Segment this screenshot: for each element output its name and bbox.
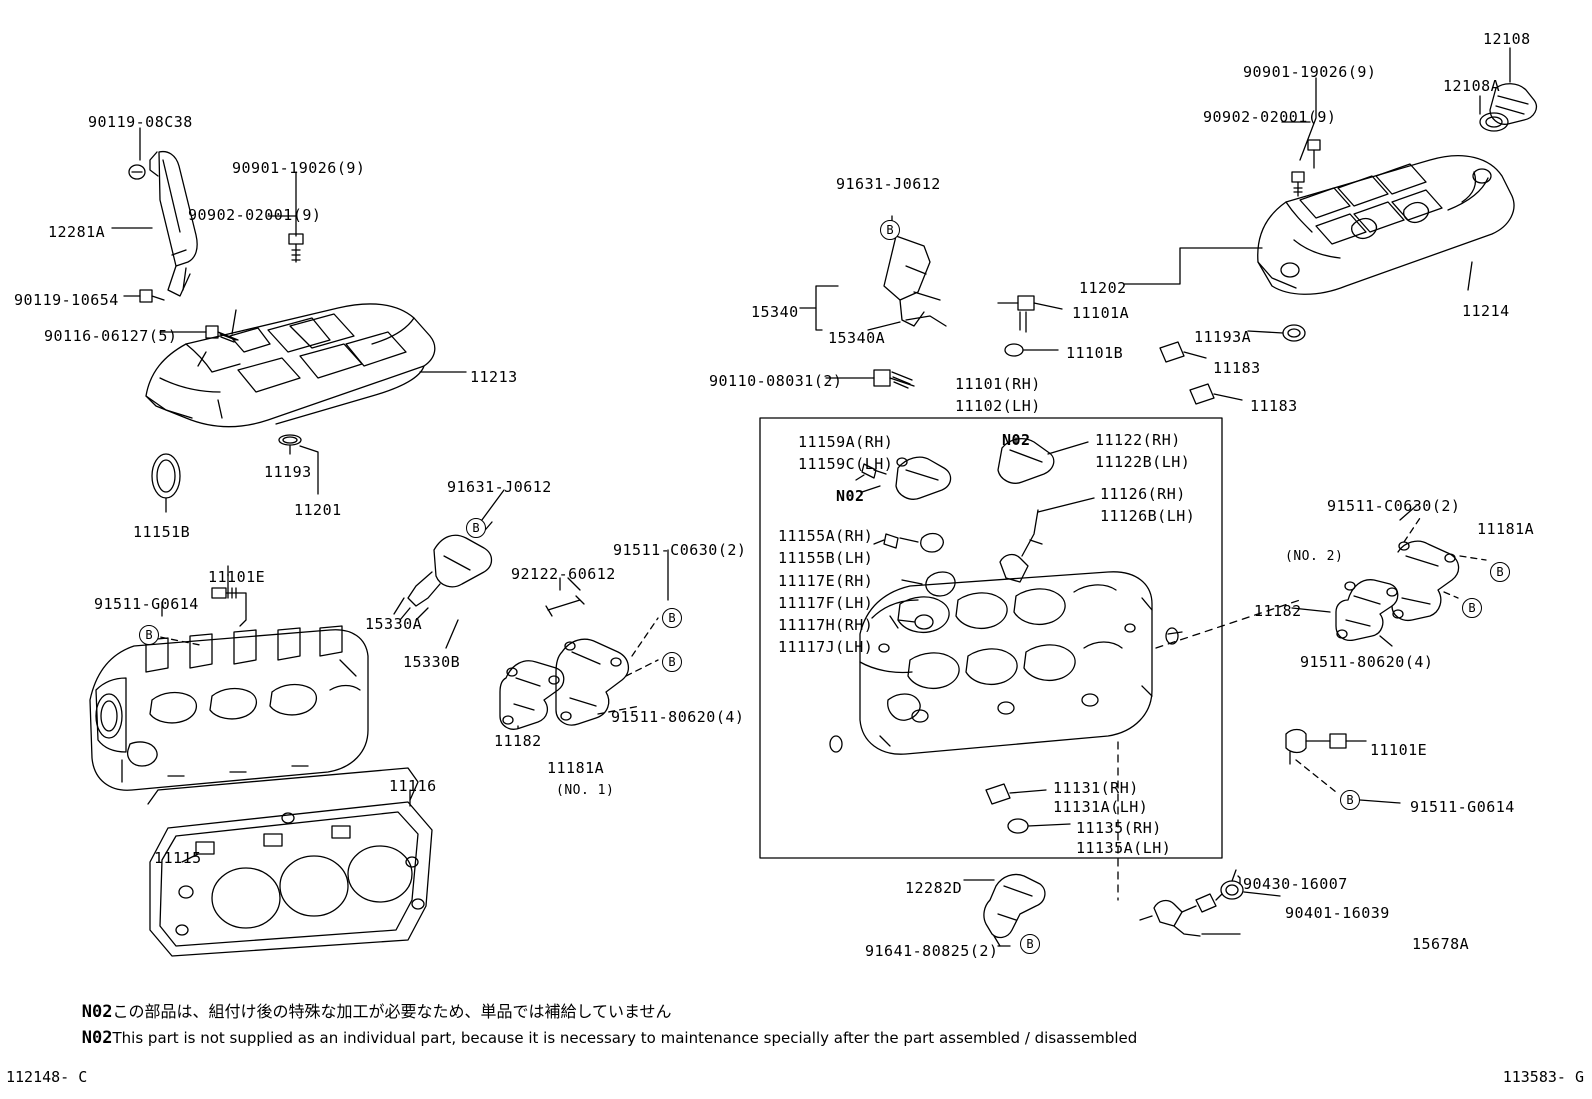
part-label-11117H-rh: 11117H(RH) [778,616,874,634]
part-label-n02-left: N02 [836,487,865,505]
part-label-no2: (NO. 2) [1285,549,1344,564]
part-label-11122B-lh: 11122B(LH) [1095,453,1191,471]
part-label-15330B: 15330B [403,653,461,671]
part-label-11155B-lh: 11155B(LH) [778,549,874,567]
bolt-marker-b-8: B [1340,790,1360,810]
footnote-text-en: This part is not supplied as an individu… [112,1029,1138,1047]
bolt-marker-b-5: B [139,625,159,645]
part-label-11202: 11202 [1079,279,1127,297]
part-label-11181A-right: 11181A [1477,520,1535,538]
footnote-tag-ja: N02 [81,1002,113,1022]
part-label-11135A-lh: 11135A(LH) [1076,839,1172,857]
bolt-marker-b-6: B [1490,562,1510,582]
part-label-11201: 11201 [294,501,342,519]
part-label-91511-C0630-left: 91511-C0630(2) [613,541,747,559]
part-label-11131A-lh: 11131A(LH) [1053,798,1149,816]
part-label-90901-19026-right: 90901-19026(9) [1243,63,1377,81]
part-label-11183-b: 11183 [1250,397,1298,415]
part-label-12281A: 12281A [48,223,106,241]
part-label-15330A: 15330A [365,615,423,633]
bolt-marker-b-1: B [880,220,900,240]
part-label-91511-80620-right: 91511-80620(4) [1300,653,1434,671]
part-label-11213: 11213 [470,368,518,386]
part-label-11151B: 11151B [133,523,191,541]
part-label-11117F-lh: 11117F(LH) [778,594,874,612]
part-label-91511-G0614-right: 91511-G0614 [1410,798,1515,816]
bolt-marker-b-7: B [1462,598,1482,618]
part-label-15340: 15340 [751,303,799,321]
part-label-90902-02001-right: 90902-02001(9) [1203,108,1337,126]
part-label-11122-rh: 11122(RH) [1095,431,1181,449]
footnote-english: N02This part is not supplied as an indiv… [64,1010,1137,1066]
sheet-code-right: 113583- G [1502,1068,1584,1086]
part-label-11117E-rh: 11117E(RH) [778,572,874,590]
bolt-marker-b-3: B [662,608,682,628]
part-label-90902-02001: 90902-02001(9) [188,206,322,224]
part-label-12282D: 12282D [905,879,963,897]
part-label-11117J-lh: 11117J(LH) [778,638,874,656]
part-label-11102-lh: 11102(LH) [955,397,1041,415]
part-label-11126-rh: 11126(RH) [1100,485,1186,503]
part-label-90430-16007: 90430-16007 [1243,875,1348,893]
part-label-11155A-rh: 11155A(RH) [778,527,874,545]
part-label-92122-60612: 92122-60612 [511,565,616,583]
part-label-91511-G0614-left: 91511-G0614 [94,595,199,613]
part-label-91631-J0612-left: 91631-J0612 [447,478,552,496]
part-label-12108: 12108 [1483,30,1531,48]
part-label-11101A: 11101A [1072,304,1130,322]
part-label-11131-rh: 11131(RH) [1053,779,1139,797]
part-label-90401-16039: 90401-16039 [1285,904,1390,922]
part-label-15678A: 15678A [1412,935,1470,953]
part-label-11115: 11115 [154,849,202,867]
part-label-91511-80620-left: 91511-80620(4) [611,708,745,726]
bolt-marker-b-9: B [1020,934,1040,954]
part-label-90119-10654: 90119-10654 [14,291,119,309]
part-label-90901-19026: 90901-19026(9) [232,159,366,177]
part-label-90116-06127: 90116-06127(5) [44,327,178,345]
part-label-12108A: 12108A [1443,77,1501,95]
part-label-n02-center: N02 [1002,431,1031,449]
part-label-11101-rh: 11101(RH) [955,375,1041,393]
part-label-11182-left: 11182 [494,732,542,750]
part-label-11182-right: 11182 [1254,602,1302,620]
footnote-tag-en: N02 [81,1028,113,1048]
footnote-japanese: N02この部品は、組付け後の特殊な加工が必要なため、単品では補給していません [64,980,672,1040]
part-label-11159C-lh: 11159C(LH) [798,455,894,473]
part-label-11181A-left: 11181A [547,759,605,777]
part-label-15340A: 15340A [828,329,886,347]
part-label-11135-rh: 11135(RH) [1076,819,1162,837]
part-label-11101E-left: 11101E [208,568,266,586]
part-label-11126B-lh: 11126B(LH) [1100,507,1196,525]
part-label-11214: 11214 [1462,302,1510,320]
part-label-11101E-right: 11101E [1370,741,1428,759]
part-label-11159A-rh: 11159A(RH) [798,433,894,451]
bolt-marker-b-4: B [662,652,682,672]
part-label-90110-08031: 90110-08031(2) [709,372,843,390]
footnote-text-ja: この部品は、組付け後の特殊な加工が必要なため、単品では補給していません [112,1002,672,1021]
sheet-code-left: 112148- C [6,1068,88,1086]
part-label-91511-C0630-right: 91511-C0630(2) [1327,497,1461,515]
part-label-91631-J0612-center: 91631-J0612 [836,175,941,193]
part-label-91641-80825: 91641-80825(2) [865,942,999,960]
bolt-marker-b-2: B [466,518,486,538]
part-label-11183-a: 11183 [1213,359,1261,377]
part-label-11101B: 11101B [1066,344,1124,362]
part-label-11193: 11193 [264,463,312,481]
part-label-90119-08C38: 90119-08C38 [88,113,193,131]
part-label-11193A: 11193A [1194,328,1252,346]
part-label-11116: 11116 [389,777,437,795]
part-label-no1: (NO. 1) [556,783,615,798]
